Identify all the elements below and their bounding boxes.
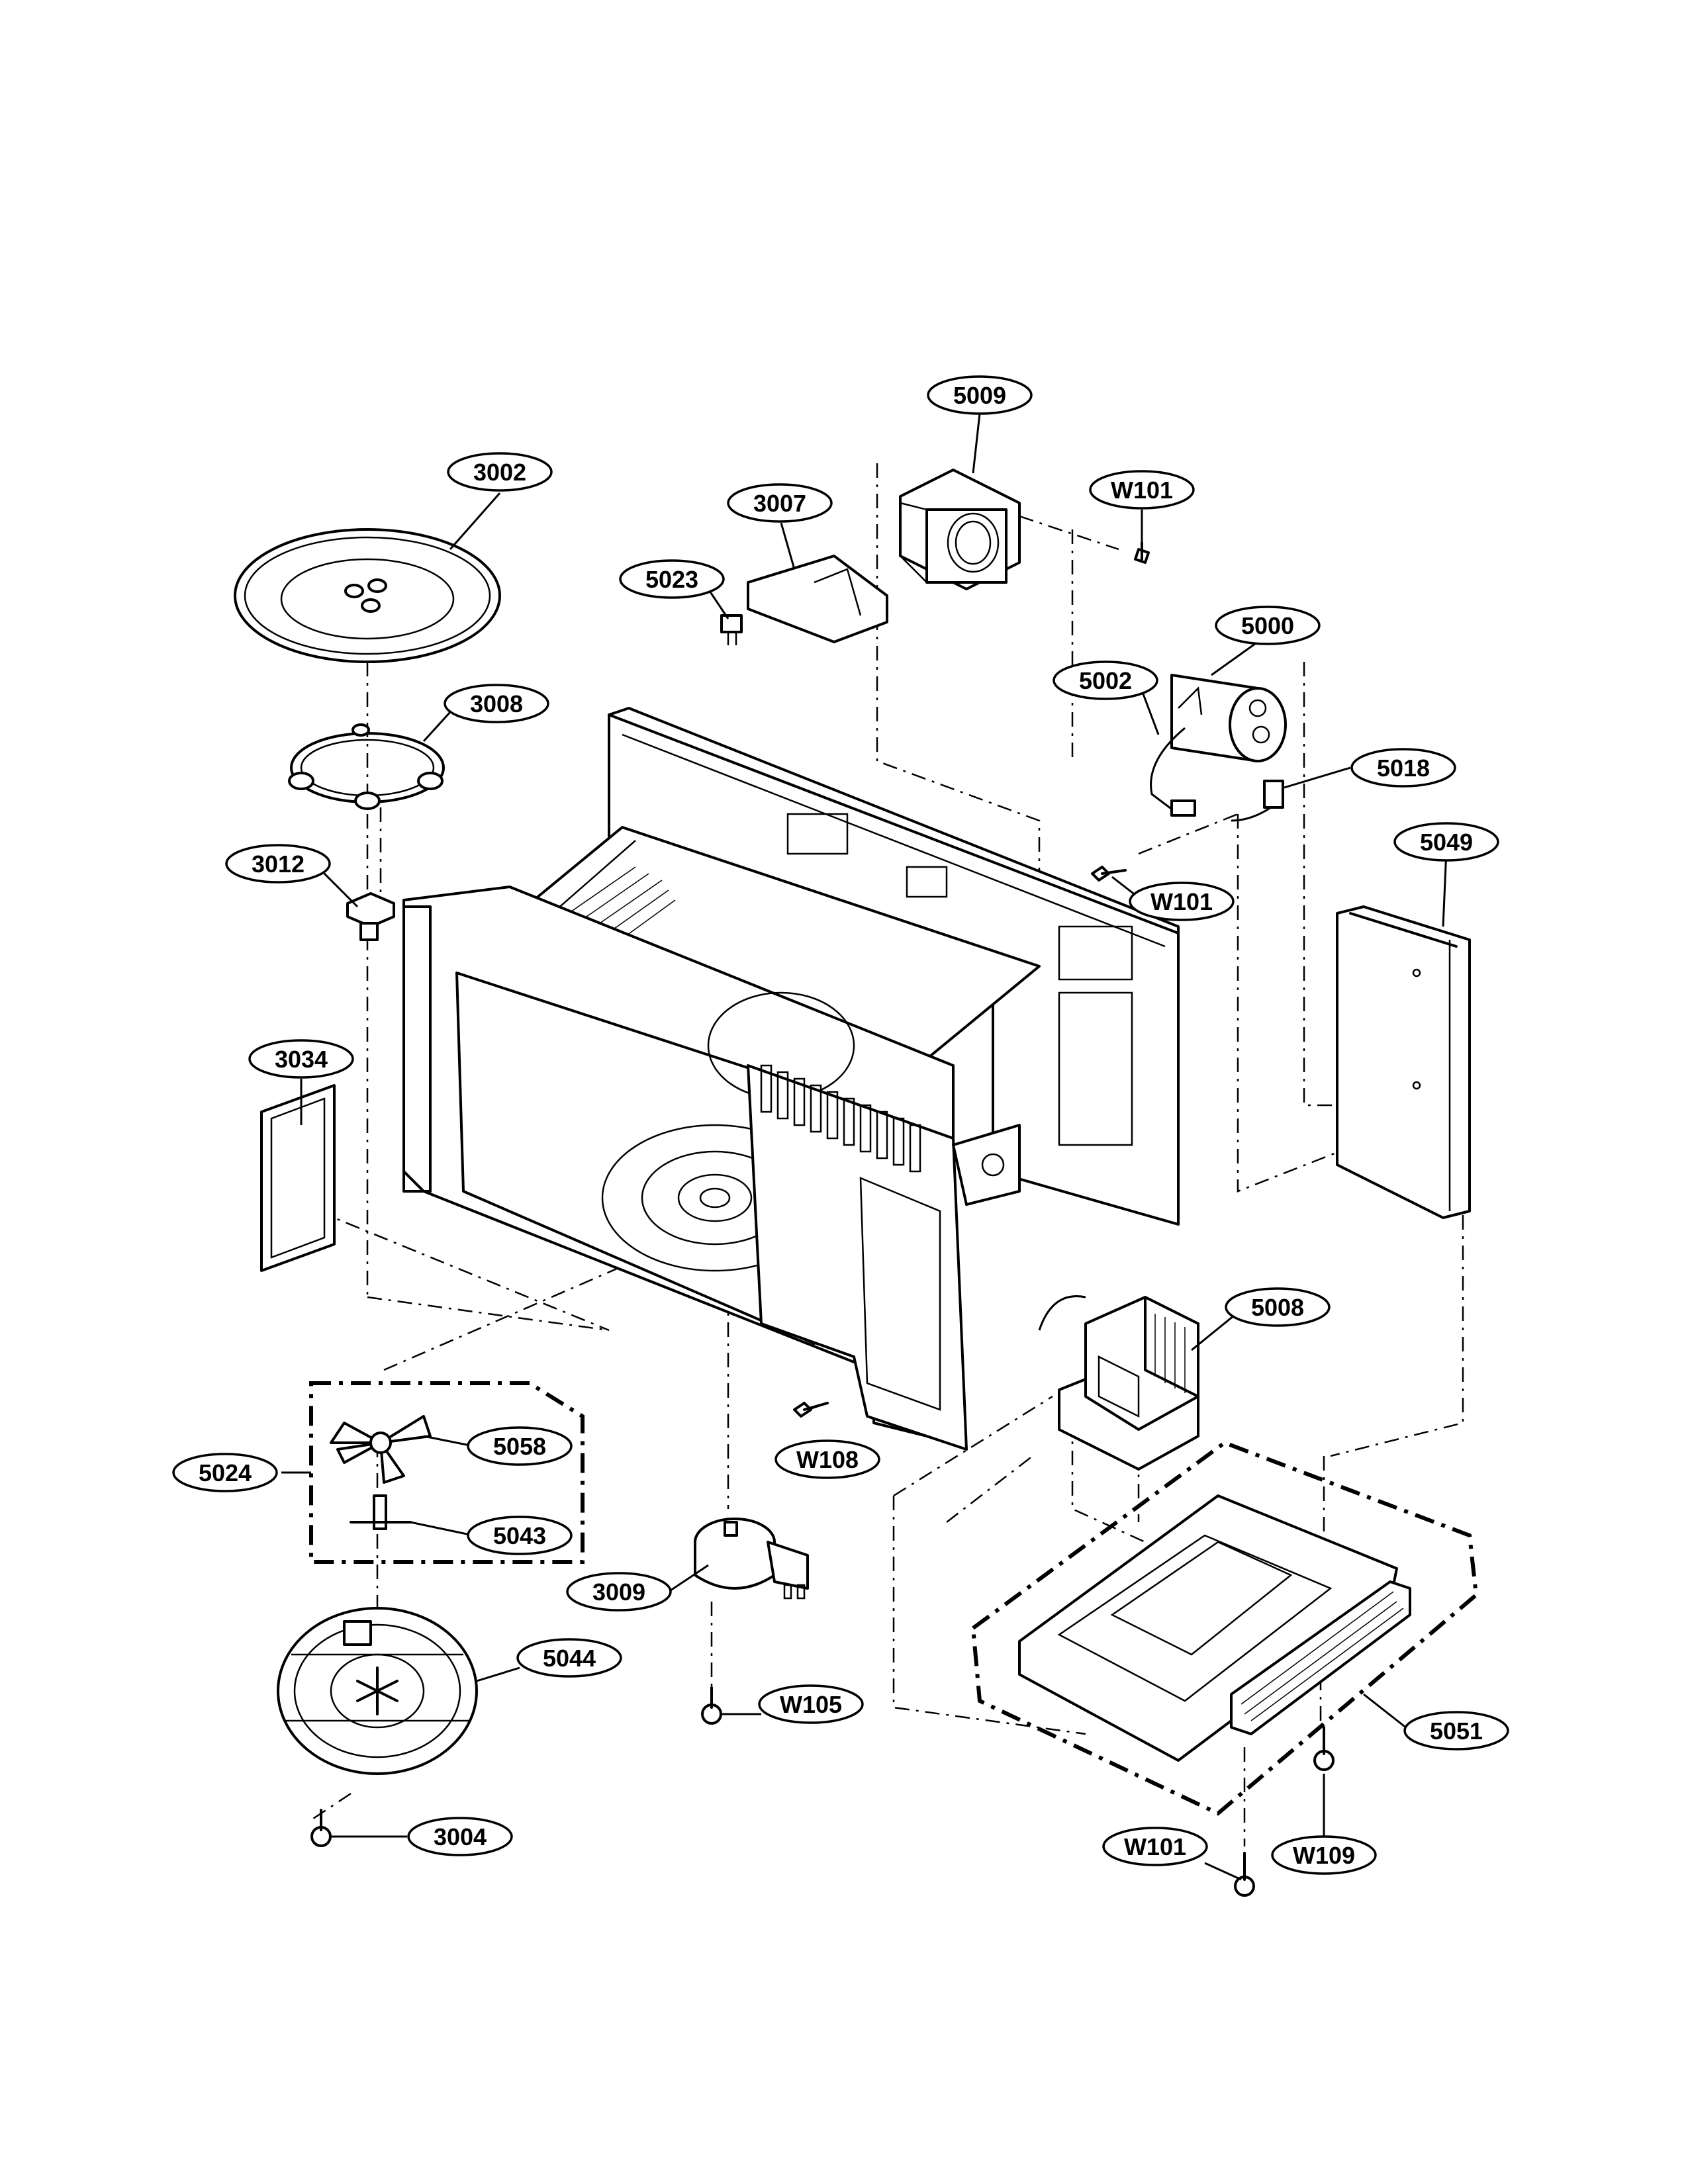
callout-text: 5049: [1420, 829, 1473, 856]
callout-text: W105: [780, 1691, 842, 1718]
callout-text: 3007: [753, 490, 806, 517]
glass-tray-3002: [234, 528, 501, 663]
turntable-motor-3009: [694, 1518, 809, 1600]
callout-3034: 3034: [248, 1039, 354, 1079]
fan-housing-5044: [277, 1607, 478, 1775]
callout-text: 3034: [275, 1046, 328, 1073]
callout-3002: 3002: [447, 452, 553, 492]
callout-text: W101: [1111, 477, 1173, 504]
callout-5043: 5043: [467, 1516, 573, 1555]
callout-5049: 5049: [1393, 822, 1499, 862]
transformer-5008: [1038, 1295, 1199, 1471]
callout-w101-mid: W101: [1129, 882, 1235, 921]
callout-text: 3012: [252, 850, 305, 878]
base-plate-group-5051: [970, 1440, 1479, 1816]
callout-5058: 5058: [467, 1426, 573, 1466]
magnetron-5009: [899, 469, 1021, 590]
coupler-3012: [346, 892, 395, 941]
fuse-5018: [1231, 780, 1284, 822]
callout-3009: 3009: [566, 1572, 672, 1612]
fan-blade-5058: [330, 1415, 432, 1484]
callout-5000: 5000: [1215, 606, 1321, 645]
callout-text: 5000: [1241, 612, 1294, 639]
callout-w109: W109: [1271, 1835, 1377, 1875]
screw-w101-mid: [1091, 866, 1127, 882]
callout-5018: 5018: [1350, 748, 1456, 788]
callout-text: 5043: [493, 1522, 546, 1549]
callout-text: 5018: [1377, 754, 1430, 782]
callout-5044: 5044: [516, 1638, 622, 1678]
callout-5002: 5002: [1053, 660, 1158, 700]
callout-5008: 5008: [1225, 1287, 1331, 1327]
callout-text: 5023: [645, 566, 698, 593]
callout-w101-top: W101: [1089, 470, 1195, 510]
screw-w101-top: [1134, 541, 1150, 564]
callout-text: 3009: [592, 1578, 645, 1606]
callout-3004: 3004: [407, 1817, 513, 1856]
magnetron-cover-3007: [747, 555, 888, 643]
callout-text: W108: [796, 1446, 859, 1473]
shield-plate-5049: [1336, 905, 1471, 1219]
roller-ring-3008: [288, 723, 445, 810]
screw-w101-bot: [1234, 1852, 1255, 1897]
callout-text: W101: [1150, 888, 1213, 915]
oven-cavity: [402, 707, 1180, 1451]
screw-w109: [1313, 1726, 1335, 1771]
callout-5024: 5024: [172, 1453, 278, 1492]
callout-text: 5008: [1251, 1294, 1304, 1321]
callout-text: 5058: [493, 1433, 546, 1460]
callout-text: 3008: [470, 690, 523, 717]
callout-w108: W108: [774, 1439, 880, 1479]
callout-text: 3004: [434, 1823, 487, 1850]
capacitor-5000: [1170, 674, 1287, 762]
callout-5023: 5023: [619, 559, 725, 599]
callout-5051: 5051: [1403, 1711, 1509, 1751]
callout-w105: W105: [758, 1684, 864, 1724]
callout-text: W109: [1293, 1842, 1355, 1869]
callout-text: 5044: [543, 1645, 596, 1672]
thermostat-5023: [720, 614, 743, 645]
callout-3007: 3007: [727, 483, 833, 523]
callout-text: 5051: [1430, 1717, 1483, 1745]
waveguide-cover-3034: [260, 1084, 336, 1272]
callout-5009: 5009: [927, 375, 1033, 415]
diode-5002: [1150, 727, 1196, 817]
screws: [310, 541, 1335, 1897]
callout-3012: 3012: [225, 844, 331, 884]
fan-group-5024: [309, 1381, 585, 1564]
callout-w101-bot: W101: [1102, 1827, 1208, 1866]
callout-text: 5024: [199, 1459, 252, 1486]
screw-3004: [310, 1809, 332, 1847]
callout-text: 5002: [1079, 667, 1132, 694]
callout-text: W101: [1124, 1833, 1186, 1860]
screw-w105: [701, 1686, 722, 1725]
callout-3008: 3008: [444, 684, 549, 723]
fan-shaft-5043: [350, 1494, 412, 1530]
callout-labels: 5009 3002 3007 W101 5023 5000 3008 5002 …: [172, 375, 1509, 1875]
callout-text: 5009: [953, 382, 1006, 409]
callout-text: 3002: [473, 459, 526, 486]
